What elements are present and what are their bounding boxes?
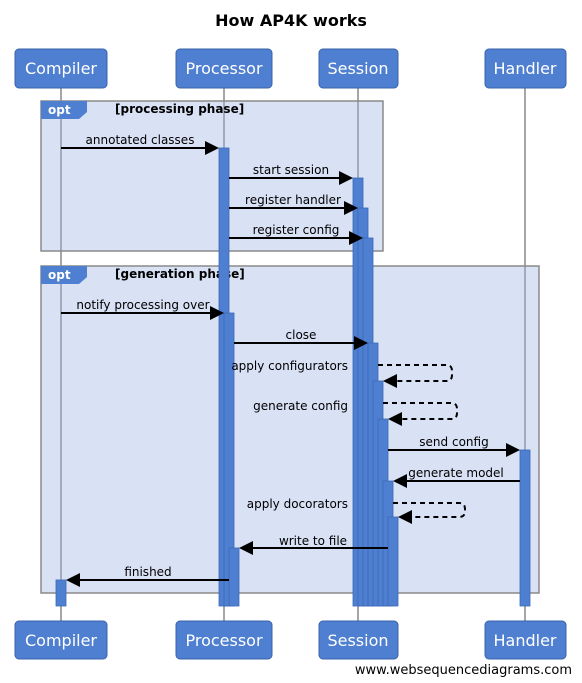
participant-label: Session xyxy=(327,59,388,78)
message-label: register handler xyxy=(245,193,341,207)
participant-label: Compiler xyxy=(25,631,97,650)
message-start-session: start session xyxy=(229,163,353,185)
activation-handler xyxy=(519,449,531,607)
frame-label: [generation phase] xyxy=(115,267,245,281)
participant-compiler-top: Compiler xyxy=(14,48,108,89)
activation-compiler xyxy=(55,579,67,607)
participant-label: Processor xyxy=(185,631,262,650)
message-label: generate model xyxy=(408,466,504,480)
activation-session xyxy=(387,516,399,607)
participant-label: Handler xyxy=(494,59,557,78)
participant-processor-top: Processor xyxy=(175,48,273,89)
participant-handler-bottom: Handler xyxy=(484,620,567,660)
frame-label: [processing phase] xyxy=(115,102,244,116)
message-label: notify processing over xyxy=(76,298,209,312)
message-send-config: send config xyxy=(388,435,520,457)
message-label: register config xyxy=(253,223,340,237)
activation-processor xyxy=(228,547,240,607)
diagram-title: How AP4K works xyxy=(215,11,367,30)
message-label: apply docorators xyxy=(247,497,348,511)
participant-label: Compiler xyxy=(25,59,97,78)
participant-session-bottom: Session xyxy=(318,620,399,660)
message-generate-config: generate config xyxy=(253,399,458,426)
frame-tag-shape xyxy=(41,101,87,119)
message-register-handler: register handler xyxy=(229,193,358,215)
message-close: close xyxy=(234,328,368,350)
frame-tag-shape xyxy=(41,266,87,284)
participant-processor-bottom: Processor xyxy=(175,620,273,660)
message-label: apply configurators xyxy=(231,359,348,373)
participant-label: Session xyxy=(327,631,388,650)
message-label: send config xyxy=(419,435,488,449)
message-apply-docorators: apply docorators xyxy=(247,497,466,524)
frame-generation-phase: opt [generation phase] xyxy=(40,265,540,594)
watermark-link[interactable]: www.websequencediagrams.com xyxy=(355,663,572,678)
message-generate-model: generate model xyxy=(393,466,520,488)
message-annotated-classes: annotated classes xyxy=(61,133,219,155)
message-finished: finished xyxy=(66,565,229,587)
participant-label: Processor xyxy=(185,59,262,78)
frame-tag: opt xyxy=(48,268,71,282)
message-write-to-file: write to file xyxy=(239,534,388,555)
message-apply-configurators: apply configurators xyxy=(231,359,453,388)
participant-compiler-bottom: Compiler xyxy=(14,620,108,660)
participant-handler-top: Handler xyxy=(484,48,567,89)
frame-tag: opt xyxy=(48,103,71,117)
frame-processing-phase: opt [processing phase] xyxy=(40,100,384,252)
participant-label: Handler xyxy=(494,631,557,650)
message-label: generate config xyxy=(253,399,348,413)
participant-session-top: Session xyxy=(318,48,399,89)
message-label: close xyxy=(286,328,317,342)
message-notify-processing-over: notify processing over xyxy=(61,298,224,320)
message-label: annotated classes xyxy=(86,133,195,147)
message-label: write to file xyxy=(279,534,347,548)
message-label: finished xyxy=(124,565,171,579)
message-register-config: register config xyxy=(229,223,363,245)
message-label: start session xyxy=(253,163,329,177)
